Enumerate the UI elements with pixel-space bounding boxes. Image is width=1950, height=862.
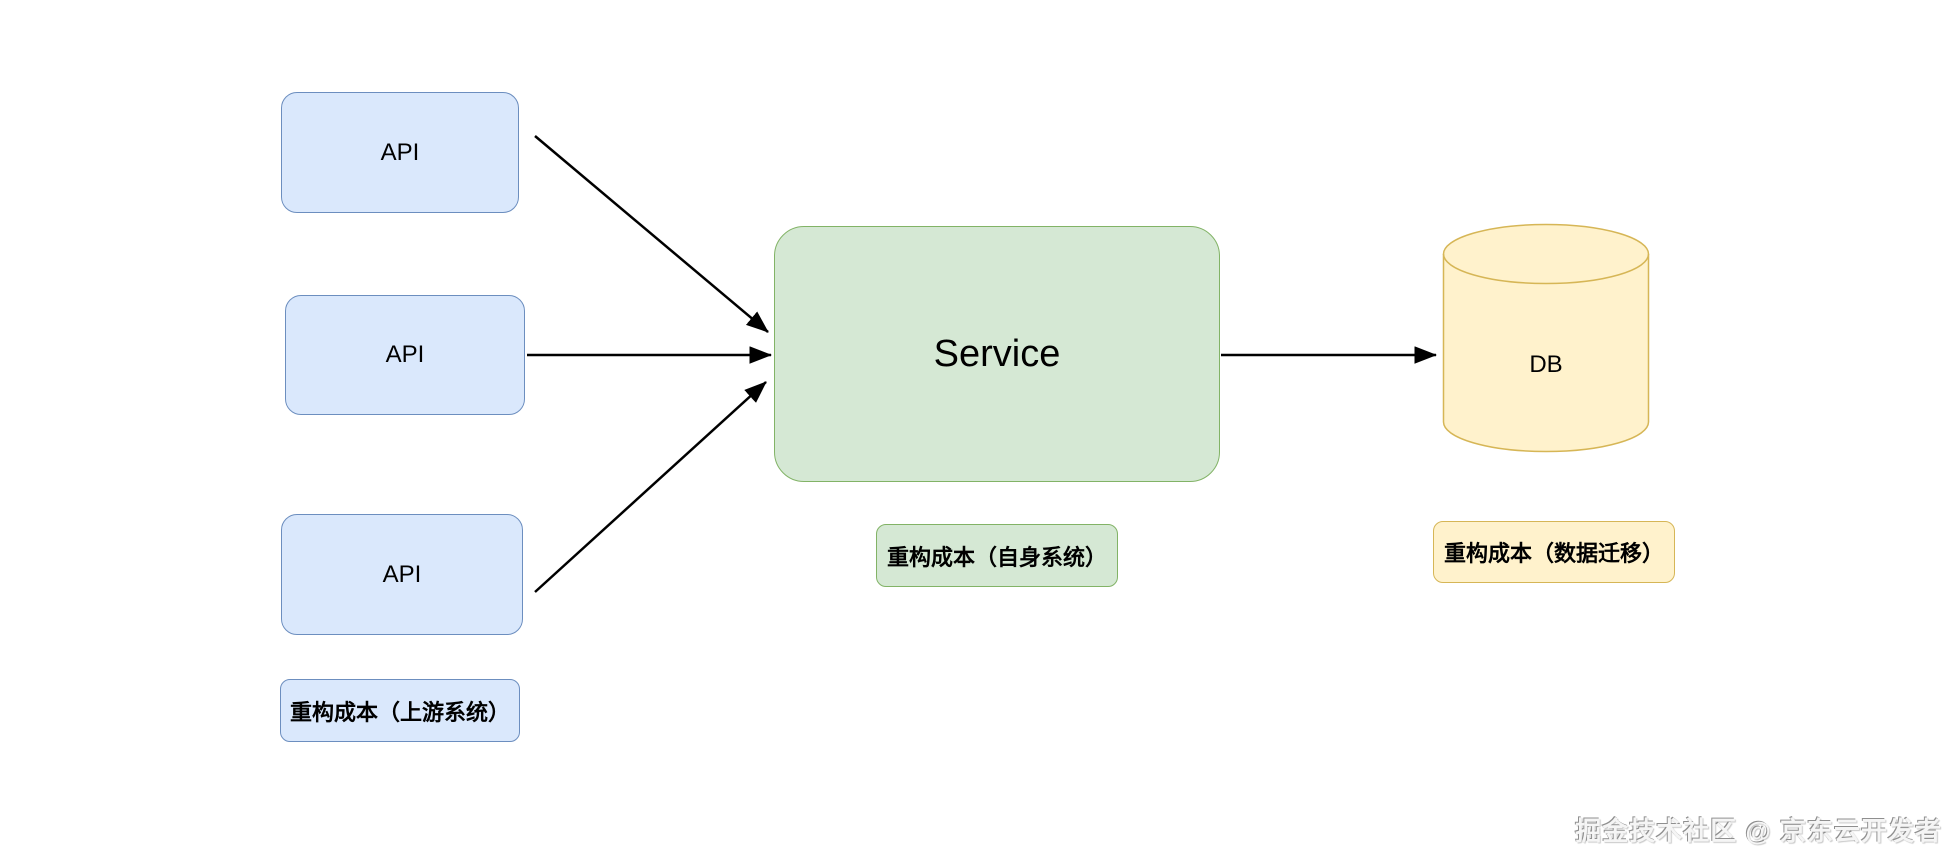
watermark-text: 掘金技术社区 @ 京东云开发者 [1575,816,1942,846]
cost-label-upstream-text: 重构成本（上游系统） [289,699,510,725]
cost-label-db: 重构成本（数据迁移） [1433,521,1675,583]
cost-label-db-text: 重构成本（数据迁移） [1443,541,1664,566]
db-node: DB [1442,223,1650,453]
cost-label-service: 重构成本（自身系统） [876,524,1118,587]
cost-label-upstream: 重构成本（上游系统） [280,679,520,742]
api-node-2-label: API [385,341,425,368]
service-node-label: Service [933,332,1061,375]
api-node-1-label: API [380,138,420,166]
api-node-1: API [281,92,519,213]
db-node-label: DB [1529,351,1563,378]
arrow-api1-to-service [534,135,769,333]
cost-label-service-text: 重构成本（自身系统） [886,544,1107,570]
api-node-2: API [285,295,525,415]
service-node: Service [774,226,1220,482]
database-cylinder-icon [1442,223,1650,453]
api-node-3: API [281,514,523,635]
api-node-3-label: API [382,560,422,588]
arrow-api3-to-service [534,381,767,593]
